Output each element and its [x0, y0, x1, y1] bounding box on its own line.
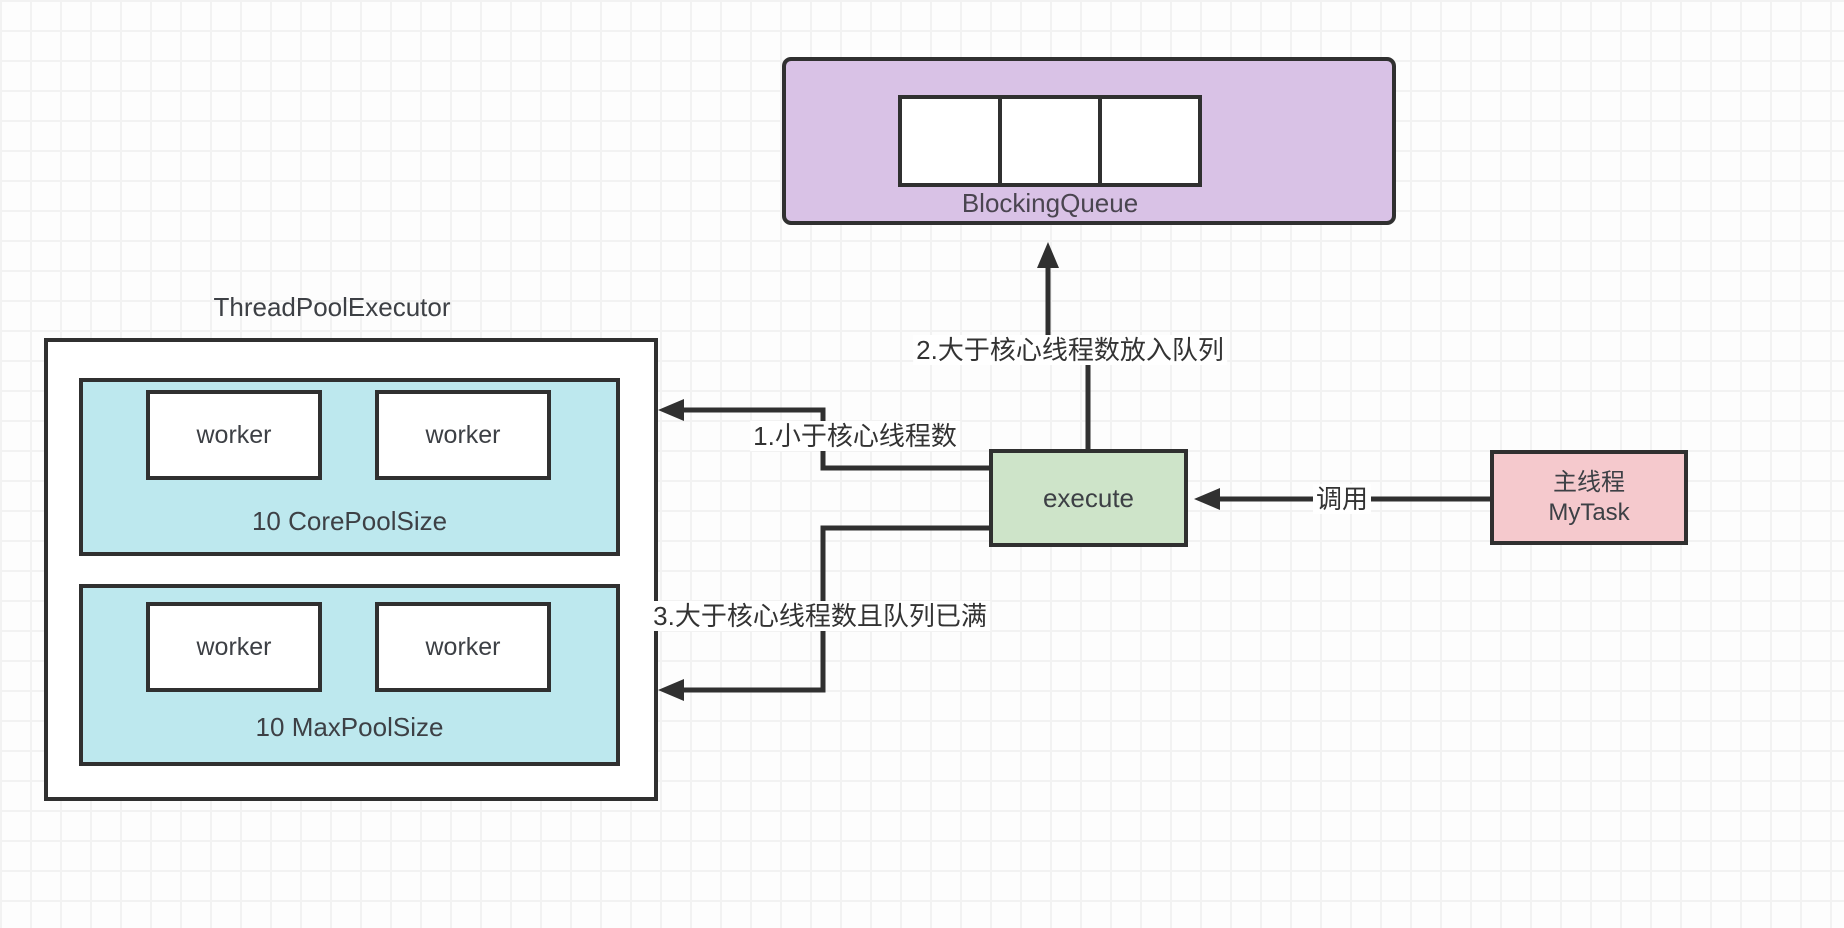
mytask-label: MyTask: [1548, 498, 1630, 526]
worker-node[interactable]: worker: [375, 390, 551, 480]
max-pool-label: 10 MaxPoolSize: [255, 712, 444, 742]
queue-cell[interactable]: [1098, 95, 1202, 187]
worker-node[interactable]: worker: [146, 602, 322, 692]
queue-cells: [898, 95, 1202, 187]
edge-call-label: 调用: [1312, 484, 1372, 514]
main-thread-label: 主线程: [1553, 468, 1625, 496]
worker-node[interactable]: worker: [375, 602, 551, 692]
threadpool-title: ThreadPoolExecutor: [213, 292, 451, 322]
core-pool-label: 10 CorePoolSize: [251, 506, 448, 536]
worker-label: worker: [425, 420, 501, 449]
queue-cell[interactable]: [998, 95, 1102, 187]
edge-case2-label: 2.大于核心线程数放入队列: [913, 335, 1227, 365]
edge-case1-label: 1.小于核心线程数: [750, 421, 960, 451]
edge-case3-label: 3.大于核心线程数且队列已满: [650, 601, 990, 631]
blocking-queue-node[interactable]: BlockingQueue: [782, 57, 1396, 225]
worker-label: worker: [425, 632, 501, 661]
blocking-queue-label: BlockingQueue: [961, 188, 1139, 218]
main-thread-node[interactable]: 主线程 MyTask: [1490, 450, 1688, 545]
worker-label: worker: [196, 420, 272, 449]
worker-label: worker: [196, 632, 272, 661]
worker-node[interactable]: worker: [146, 390, 322, 480]
execute-node[interactable]: execute: [989, 449, 1188, 547]
execute-label: execute: [1042, 482, 1135, 513]
queue-cell[interactable]: [898, 95, 1002, 187]
